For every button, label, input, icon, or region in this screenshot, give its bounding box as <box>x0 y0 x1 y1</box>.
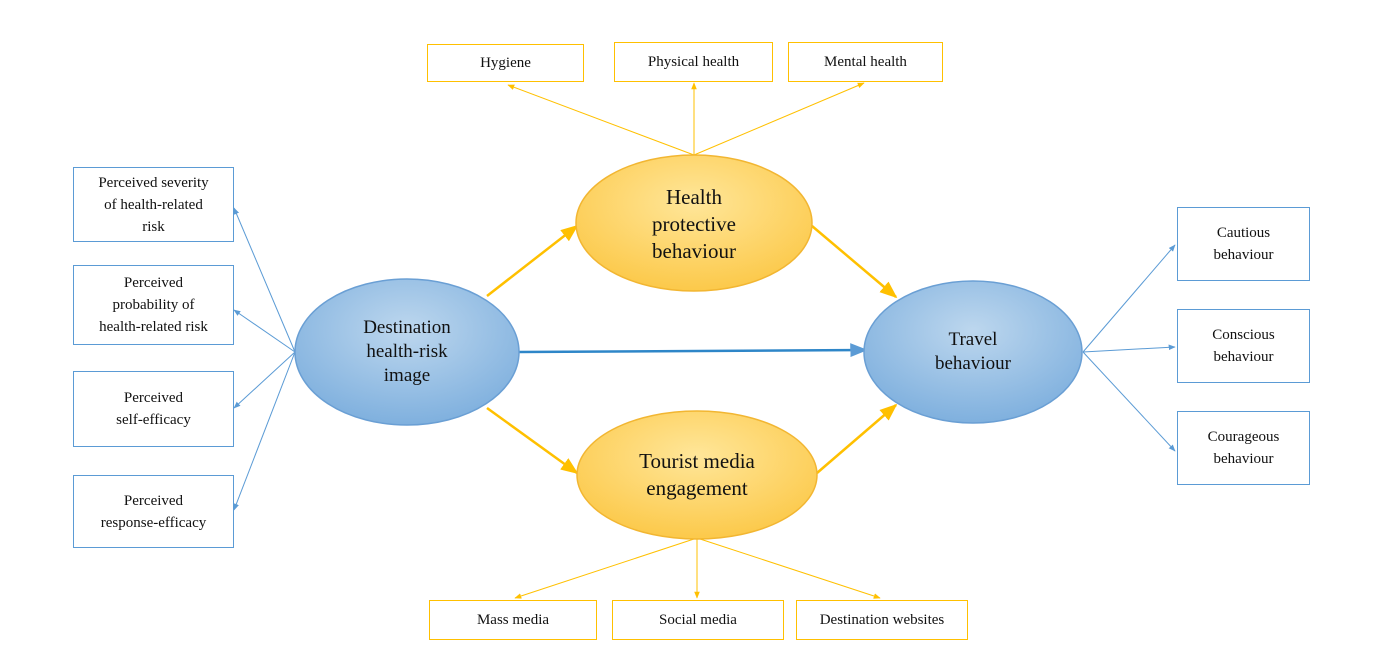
arrow-to-probability <box>233 309 296 353</box>
left-box-response-efficacy: Perceived response-efficacy <box>73 475 234 548</box>
arrow-destination-to-health <box>486 224 579 297</box>
arrow-to-severity <box>233 207 296 353</box>
arrow-to-self-efficacy <box>233 351 296 409</box>
bottom-box-social-media: Social media <box>612 600 784 640</box>
right-arrows <box>1082 244 1176 452</box>
top-box-label: Hygiene <box>480 55 531 71</box>
left-box-label: Perceived probability of health-related … <box>99 275 208 335</box>
arrow-to-mental-health <box>693 82 865 156</box>
arrow-health-to-travel <box>811 225 898 299</box>
tourist-media-label: Tourist media engagement <box>639 449 755 500</box>
central-arrows <box>486 224 898 475</box>
arrow-media-to-travel <box>816 403 898 474</box>
health-protective-ellipse <box>575 154 813 292</box>
tourist-media-node: Tourist media engagement <box>597 440 797 510</box>
arrow-to-conscious <box>1082 344 1176 353</box>
tourist-media-ellipse <box>576 410 818 540</box>
bottom-box-label: Social media <box>659 612 737 628</box>
left-box-self-efficacy: Perceived self-efficacy <box>73 371 234 447</box>
right-box-label: Conscious behaviour <box>1212 327 1275 365</box>
health-protective-node: Health protective behaviour <box>594 176 794 272</box>
bottom-box-destination-websites: Destination websites <box>796 600 968 640</box>
travel-node: Travel behaviour <box>873 322 1073 382</box>
arrow-to-courageous <box>1082 351 1176 452</box>
left-box-label: Perceived response-efficacy <box>100 492 207 531</box>
destination-node: Destination health-risk image <box>307 300 507 404</box>
right-box-label: Cautious behaviour <box>1213 225 1274 263</box>
left-arrows <box>233 207 296 511</box>
health-protective-label: Health protective behaviour <box>652 184 736 263</box>
top-box-hygiene: Hygiene <box>427 44 584 82</box>
travel-ellipse <box>863 280 1083 424</box>
arrow-to-destination-websites <box>696 537 881 599</box>
arrow-to-response-efficacy <box>233 351 296 511</box>
arrow-to-mass-media <box>514 537 698 599</box>
top-box-physical-health: Physical health <box>614 42 773 82</box>
bottom-box-label: Mass media <box>476 612 550 628</box>
left-box-label: Perceived self-efficacy <box>116 390 191 428</box>
top-arrows <box>507 82 865 156</box>
destination-label: Destination health-risk image <box>363 317 451 386</box>
arrow-destination-to-media <box>486 406 579 475</box>
right-box-label: Courageous behaviour <box>1207 429 1280 467</box>
top-box-mental-health: Mental health <box>788 42 943 82</box>
arrow-to-cautious <box>1082 244 1176 353</box>
top-box-label: Mental health <box>824 54 907 70</box>
left-box-probability: Perceived probability of health-related … <box>73 265 234 345</box>
right-box-courageous: Courageous behaviour <box>1177 411 1310 485</box>
left-box-severity: Perceived severity of health-related ris… <box>73 167 234 242</box>
bottom-arrows <box>514 537 881 599</box>
right-box-conscious: Conscious behaviour <box>1177 309 1310 383</box>
bottom-box-mass-media: Mass media <box>429 600 597 640</box>
destination-ellipse <box>294 278 520 426</box>
arrow-destination-to-travel <box>518 343 868 358</box>
bottom-box-label: Destination websites <box>819 612 945 628</box>
travel-label: Travel behaviour <box>935 329 1011 374</box>
top-box-label: Physical health <box>647 54 740 70</box>
right-box-cautious: Cautious behaviour <box>1177 207 1310 281</box>
arrow-to-hygiene <box>507 84 695 156</box>
left-box-label: Perceived severity of health-related ris… <box>98 174 209 235</box>
